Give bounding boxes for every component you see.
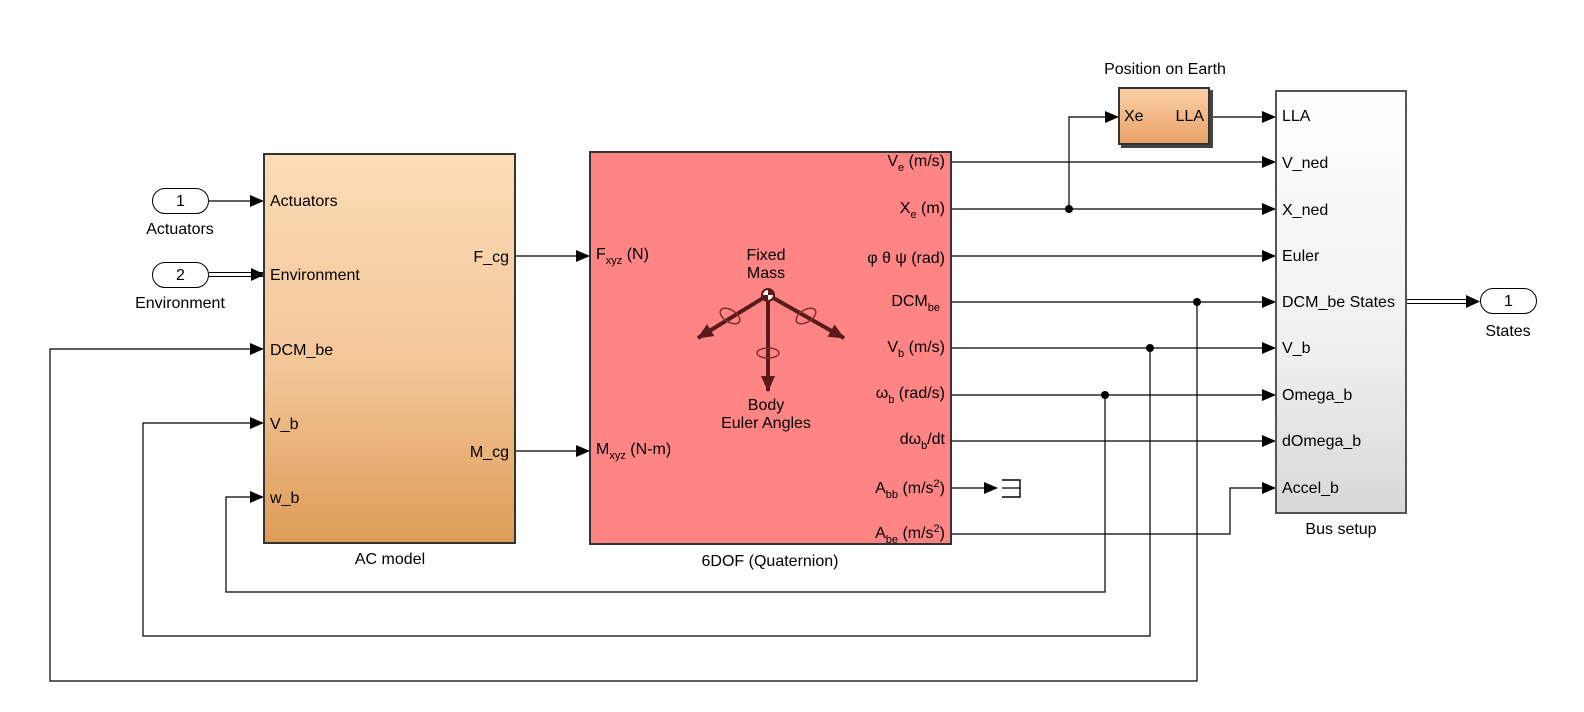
sixdof-icon-mass: Mass	[746, 265, 786, 282]
branch-point	[1146, 344, 1154, 352]
sixdof-output-dcm-be: DCMbe	[891, 293, 940, 314]
sixdof-block[interactable]: Fxyz (N) Mxyz (N-m) Ve (m/s) Xe (m) φ θ …	[589, 151, 952, 546]
feedback-dcm-be[interactable]	[49, 302, 1198, 682]
ac-input-v-b: V_b	[270, 416, 299, 433]
sixdof-output-abe: Abe (m/s2)	[875, 523, 945, 546]
bus-input-lla: LLA	[1282, 108, 1311, 125]
sixdof-output-wb: ωb (rad/s)	[875, 385, 945, 406]
sixdof-output-euler: φ θ ψ (rad)	[867, 250, 945, 267]
bus-input-dcm-be: DCM_be States	[1282, 294, 1395, 311]
inport-actuators-label: Actuators	[146, 221, 214, 238]
sixdof-output-dwb: dωb/dt	[899, 431, 945, 452]
bus-signal-environment[interactable]	[209, 268, 265, 281]
body-axes-icon	[696, 288, 845, 392]
sixdof-icon-body: Body	[747, 397, 785, 414]
position-input-xe: Xe	[1124, 108, 1144, 125]
signal-xe-branch[interactable]	[1068, 111, 1119, 209]
sixdof-label: 6DOF (Quaternion)	[701, 553, 839, 570]
position-output-lla: LLA	[1175, 108, 1204, 125]
feedback-v-b[interactable]	[142, 348, 1151, 637]
bus-signal-states[interactable]	[1407, 295, 1480, 308]
signal-accel-b[interactable]	[952, 482, 1276, 535]
ac-output-f-cg: F_cg	[473, 249, 509, 266]
sixdof-output-xe: Xe (m)	[899, 200, 945, 221]
sixdof-output-abb: Abb (m/s2)	[875, 478, 945, 501]
feedback-w-b[interactable]	[225, 395, 1106, 593]
ac-input-w-b: w_b	[270, 490, 300, 507]
sixdof-output-vb: Vb (m/s)	[887, 339, 945, 360]
sixdof-icon-fixed: Fixed	[746, 247, 786, 264]
sixdof-icon-euler-angles: Euler Angles	[721, 415, 811, 432]
bus-input-accel-b: Accel_b	[1282, 480, 1339, 497]
bus-input-v-b: V_b	[1282, 340, 1311, 357]
branch-point	[1101, 391, 1109, 399]
sixdof-output-ve: Ve (m/s)	[887, 153, 945, 174]
bus-output-states: States	[1349, 294, 1395, 311]
ac-input-dcm-be: DCM_be	[270, 342, 334, 359]
ac-output-m-cg: M_cg	[469, 444, 509, 461]
branch-point	[1065, 205, 1073, 213]
sixdof-input-mxyz: Mxyz (N-m)	[596, 441, 672, 462]
terminator-icon[interactable]	[1002, 479, 1021, 498]
inport-actuators[interactable]: 1	[152, 188, 209, 214]
bus-input-omega-b: Omega_b	[1282, 387, 1353, 404]
sixdof-input-fxyz: Fxyz (N)	[596, 246, 649, 267]
bus-input-v-ned: V_ned	[1282, 155, 1329, 172]
ac-model-block[interactable]: Actuators Environment DCM_be V_b w_b F_c…	[263, 153, 516, 544]
bus-input-euler: Euler	[1282, 248, 1320, 265]
bus-setup-block[interactable]: LLA V_ned X_ned Euler DCM_be States V_b …	[1275, 90, 1407, 514]
bus-setup-label: Bus setup	[1305, 521, 1377, 538]
ac-model-label: AC model	[354, 551, 426, 568]
position-on-earth-label: Position on Earth	[1104, 61, 1226, 78]
branch-point	[1193, 298, 1201, 306]
ac-input-actuators: Actuators	[270, 193, 338, 210]
bus-input-x-ned: X_ned	[1282, 202, 1329, 219]
inport-environment[interactable]: 2	[152, 262, 209, 288]
outport-states-label: States	[1485, 323, 1531, 340]
bus-input-domega-b: dOmega_b	[1282, 433, 1362, 450]
ac-input-environment: Environment	[270, 267, 360, 284]
inport-environment-label: Environment	[135, 295, 225, 312]
position-on-earth-block[interactable]: Xe LLA	[1118, 87, 1210, 145]
outport-states[interactable]: 1	[1480, 288, 1537, 314]
